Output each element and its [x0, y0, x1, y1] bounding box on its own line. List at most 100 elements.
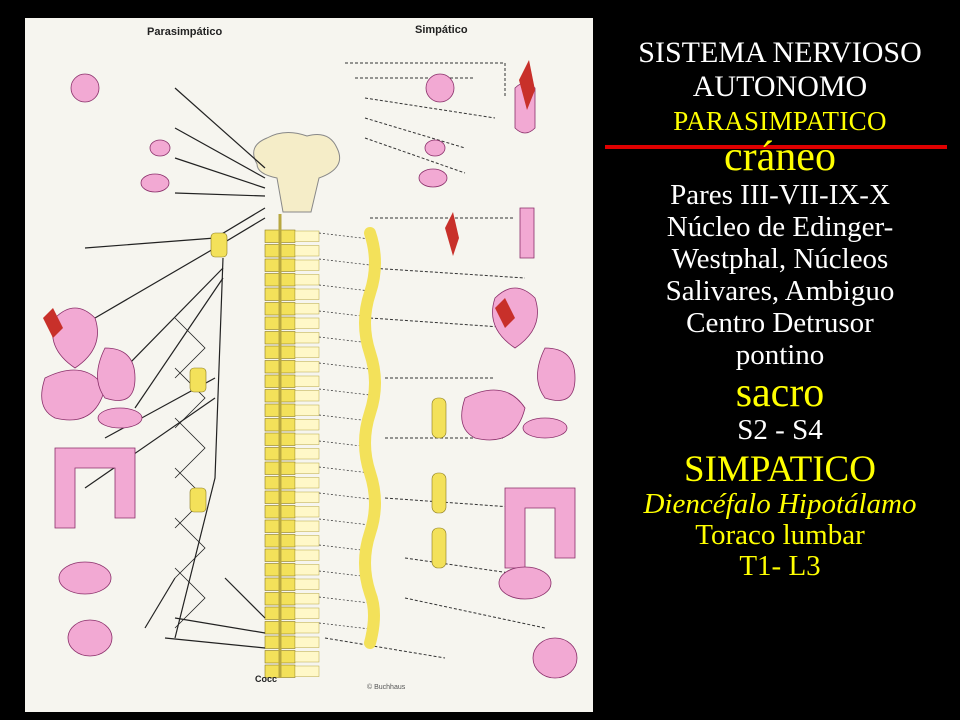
- parasympathetic-fiber: [174, 127, 266, 179]
- craneo-line: Salivares, Ambiguo: [665, 275, 895, 307]
- spinal-nerve-segment: [294, 564, 320, 576]
- brain-stem: [253, 132, 341, 213]
- ramus-fiber: [318, 492, 371, 500]
- gland: [149, 139, 171, 157]
- simpatico-line: Diencéfalo Hipotálamo: [643, 488, 917, 520]
- spinal-nerve-segment: [294, 651, 320, 663]
- blood-vessel: [445, 212, 459, 256]
- sympathetic-fiber: [369, 317, 516, 329]
- ramus-fiber: [318, 570, 371, 578]
- spinal-nerve-segment: [294, 375, 320, 387]
- craneo-line: Westphal, Núcleos: [671, 243, 889, 275]
- craneo-line: Pares III-VII-IX-X: [670, 179, 890, 211]
- spinal-nerve-segment: [294, 419, 320, 431]
- organs: [41, 60, 578, 679]
- eye: [70, 73, 100, 103]
- ramus-fiber: [318, 362, 371, 370]
- spinal-nerve-segment: [294, 361, 320, 373]
- nerve-plexus: [174, 317, 206, 379]
- blood-vessel: [495, 298, 515, 328]
- prevertebral-ganglion: [431, 397, 447, 439]
- nerve-plexus: [174, 367, 206, 429]
- simpatico-line: Toraco lumbar: [695, 519, 865, 551]
- gland: [418, 168, 448, 188]
- colon: [54, 447, 136, 529]
- parasympathetic-fiber: [174, 157, 266, 189]
- spinal-nerve-segment: [294, 274, 320, 286]
- title-line-1: SISTEMA NERVIOSO: [638, 36, 922, 69]
- eye: [425, 73, 455, 103]
- parasympathetic-fiber: [84, 207, 266, 249]
- spinal-nerve-segment: [294, 245, 320, 257]
- ramus-fiber: [318, 284, 371, 292]
- stomach: [97, 347, 136, 401]
- craneo-line: Núcleo de Edinger-: [666, 211, 894, 243]
- title-line-2: AUTONOMO: [692, 70, 868, 103]
- genitals: [67, 619, 113, 657]
- parasympathetic-label: Parasimpático: [147, 26, 223, 38]
- simpatico-line: T1- L3: [739, 550, 821, 582]
- liver: [41, 369, 106, 421]
- parasympathetic-fiber: [164, 637, 266, 649]
- spinal-nerve-segment: [294, 593, 320, 605]
- spinal-nerve-segment: [294, 636, 320, 648]
- parasympathetic-fiber: [134, 277, 224, 409]
- genitals: [532, 637, 578, 679]
- sympathetic-label: Simpático: [415, 24, 468, 36]
- heading-craneo: cráneo: [724, 134, 836, 180]
- heading-simpatico: SIMPATICO: [684, 449, 876, 490]
- blood-vessel: [43, 308, 63, 338]
- ramus-fiber: [318, 336, 371, 344]
- ramus-fiber: [318, 388, 371, 396]
- trachea: [519, 207, 535, 259]
- sympathetic-fiber: [369, 267, 526, 279]
- coccyx-label: Cocc: [255, 674, 278, 684]
- sympathetic-fiber: [364, 137, 466, 174]
- ramus-fiber: [318, 440, 371, 448]
- gland: [140, 173, 170, 193]
- spinal-nerve-segment: [294, 433, 320, 445]
- parasympathetic-fiber: [94, 217, 266, 319]
- sympathetic-fiber: [324, 637, 446, 659]
- spinal-nerve-segment: [294, 506, 320, 518]
- ramus-fiber: [318, 232, 371, 240]
- liver: [461, 389, 526, 441]
- parasympathetic-ganglion: [189, 367, 207, 393]
- red-divider: [605, 145, 947, 149]
- ramus-fiber: [318, 544, 371, 552]
- spinal-nerve-segment: [294, 665, 320, 677]
- sympathetic-fiber: [404, 597, 546, 629]
- spinal-nerve-segment: [294, 230, 320, 242]
- spinal-nerve-segment: [294, 607, 320, 619]
- spinal-nerve-segment: [294, 462, 320, 474]
- spinal-nerve-segment: [294, 259, 320, 271]
- pancreas: [97, 407, 143, 429]
- spinal-nerve-segment: [294, 332, 320, 344]
- spinal-nerve-segment: [294, 491, 320, 503]
- spinal-nerve-segment: [294, 477, 320, 489]
- nerve-plexus: [174, 517, 206, 579]
- craneo-line: pontino: [735, 339, 825, 371]
- parasympathetic-fiber: [174, 617, 266, 634]
- prevertebral-ganglion: [431, 472, 447, 514]
- sympathetic-fiber: [364, 117, 466, 149]
- diagram-drawing: [41, 60, 578, 679]
- ramus-fiber: [318, 258, 371, 266]
- ramus-fiber: [318, 466, 371, 474]
- ganglia: [189, 227, 447, 649]
- spinal-nerve-segment: [294, 404, 320, 416]
- spinal-nerve-segment: [294, 578, 320, 590]
- parasympathetic-ganglion: [189, 487, 207, 513]
- text-column: SISTEMA NERVIOSO AUTONOMO PARASIMPATICO …: [600, 34, 960, 581]
- nerve-plexus: [174, 417, 206, 479]
- craneo-line: Centro Detrusor: [686, 307, 874, 339]
- parasympathetic-fiber: [144, 577, 176, 629]
- sacro-range: S2 - S4: [737, 414, 823, 446]
- spinal-nerve-segment: [294, 346, 320, 358]
- sympathetic-fiber: [364, 97, 496, 119]
- spinal-nerve-segment: [294, 520, 320, 532]
- spinal-cord: [253, 132, 341, 678]
- heart: [52, 307, 98, 369]
- prevertebral-ganglion: [431, 527, 447, 569]
- spinal-nerve-segment: [294, 535, 320, 547]
